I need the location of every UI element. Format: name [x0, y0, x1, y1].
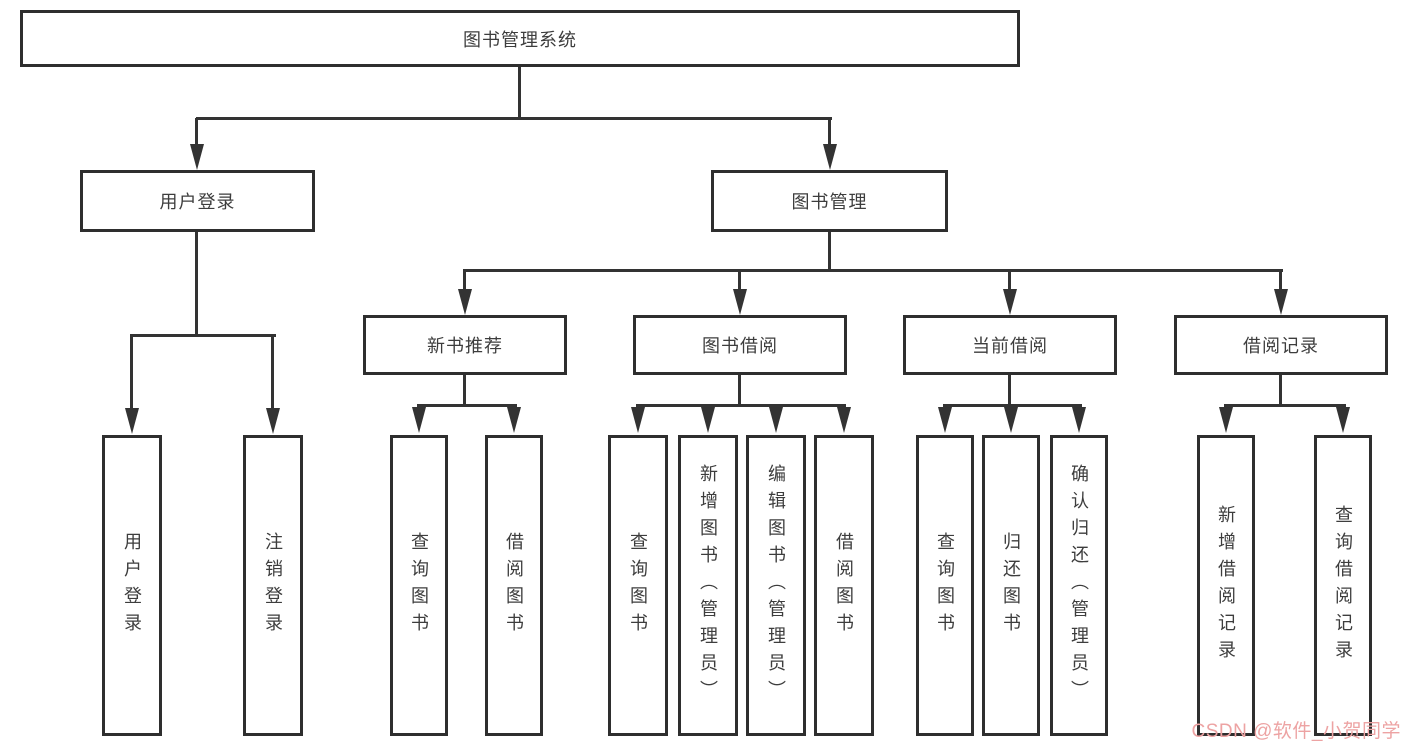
arrow-down-icon: [733, 289, 747, 315]
leaf-label: 查询图书: [409, 531, 429, 640]
node-root-label: 图书管理系统: [463, 29, 577, 50]
leaf-query-borrow-record: 查询借阅记录: [1314, 435, 1372, 736]
connector-current-borrow-bus: [943, 404, 1082, 407]
leaf-label: 查询借阅记录: [1333, 504, 1353, 667]
node-root: 图书管理系统: [20, 10, 1020, 67]
leaf-logout: 注销登录: [243, 435, 303, 736]
connector-user-login-bus: [130, 334, 276, 337]
leaf-return-books: 归还图书: [982, 435, 1040, 736]
connector-borrow-record-stem: [1279, 375, 1282, 407]
leaf-edit-books-admin: 编辑图书（管理员）: [746, 435, 806, 736]
leaf-borrow-books: 借阅图书: [485, 435, 543, 736]
arrow-down-icon: [1274, 289, 1288, 315]
leaf-label: 注销登录: [263, 531, 283, 640]
leaf-add-borrow-record: 新增借阅记录: [1197, 435, 1255, 736]
arrow-down-icon: [769, 407, 783, 433]
leaf-label: 借阅图书: [504, 531, 524, 640]
arrow-down-icon: [1336, 407, 1350, 433]
node-user-login-label: 用户登录: [159, 192, 236, 212]
arrow-down-icon: [938, 407, 952, 433]
node-borrow-record: 借阅记录: [1174, 315, 1388, 375]
connector-book-borrow-bus: [636, 404, 846, 407]
connector-drop-borrow-record: [1279, 270, 1282, 292]
connector-level2-bus: [196, 117, 832, 120]
connector-new-book-bus: [417, 404, 517, 407]
leaf-query-books: 查询图书: [608, 435, 668, 736]
connector-drop-book-borrow: [738, 270, 741, 292]
leaf-label: 新增图书（管理员）: [698, 464, 718, 707]
connector-book-manage-stem: [828, 232, 831, 272]
connector-user-login-stem: [195, 232, 198, 336]
leaf-query-books: 查询图书: [916, 435, 974, 736]
leaf-confirm-return-admin: 确认归还（管理员）: [1050, 435, 1108, 736]
node-new-book-recommend-label: 新书推荐: [427, 336, 503, 356]
connector-book-borrow-stem: [738, 375, 741, 407]
arrow-down-icon: [125, 408, 139, 434]
node-new-book-recommend: 新书推荐: [363, 315, 567, 375]
leaf-label: 查询图书: [628, 531, 648, 640]
connector-drop-leaf: [271, 336, 274, 410]
node-current-borrow: 当前借阅: [903, 315, 1117, 375]
node-book-borrow: 图书借阅: [633, 315, 847, 375]
connector-current-borrow-stem: [1008, 375, 1011, 407]
leaf-user-login: 用户登录: [102, 435, 162, 736]
node-book-manage: 图书管理: [711, 170, 948, 232]
leaf-label: 编辑图书（管理员）: [766, 464, 786, 707]
connector-level3-bus: [463, 269, 1283, 272]
connector-borrow-record-bus: [1224, 404, 1346, 407]
node-book-manage-label: 图书管理: [791, 192, 868, 212]
arrow-down-icon: [266, 408, 280, 434]
connector-drop-new-book: [463, 270, 466, 292]
node-book-borrow-label: 图书借阅: [702, 336, 778, 356]
arrow-down-icon: [412, 407, 426, 433]
leaf-add-books-admin: 新增图书（管理员）: [678, 435, 738, 736]
arrow-down-icon: [1219, 407, 1233, 433]
arrow-down-icon: [1004, 407, 1018, 433]
connector-root-stem: [518, 67, 521, 118]
leaf-label: 借阅图书: [834, 531, 854, 640]
node-borrow-record-label: 借阅记录: [1243, 336, 1319, 356]
connector-new-book-stem: [463, 375, 466, 407]
leaf-label: 新增借阅记录: [1216, 504, 1236, 667]
connector-drop-leaf: [130, 336, 133, 410]
connector-drop-user-login: [195, 118, 198, 146]
connector-drop-book-manage: [828, 118, 831, 146]
arrow-down-icon: [837, 407, 851, 433]
leaf-label: 归还图书: [1001, 531, 1021, 640]
arrow-down-icon: [458, 289, 472, 315]
arrow-down-icon: [631, 407, 645, 433]
arrow-down-icon: [507, 407, 521, 433]
connector-drop-current-borrow: [1008, 270, 1011, 292]
node-user-login: 用户登录: [80, 170, 315, 232]
watermark: CSDN @软件_小贺同学: [1191, 721, 1401, 742]
leaf-label: 查询图书: [935, 531, 955, 640]
arrow-down-icon: [190, 144, 204, 170]
arrow-down-icon: [823, 144, 837, 170]
leaf-borrow-books: 借阅图书: [814, 435, 874, 736]
arrow-down-icon: [701, 407, 715, 433]
arrow-down-icon: [1072, 407, 1086, 433]
leaf-label: 用户登录: [122, 531, 142, 640]
leaf-query-books: 查询图书: [390, 435, 448, 736]
node-current-borrow-label: 当前借阅: [972, 336, 1048, 356]
leaf-label: 确认归还（管理员）: [1069, 464, 1089, 707]
arrow-down-icon: [1003, 289, 1017, 315]
